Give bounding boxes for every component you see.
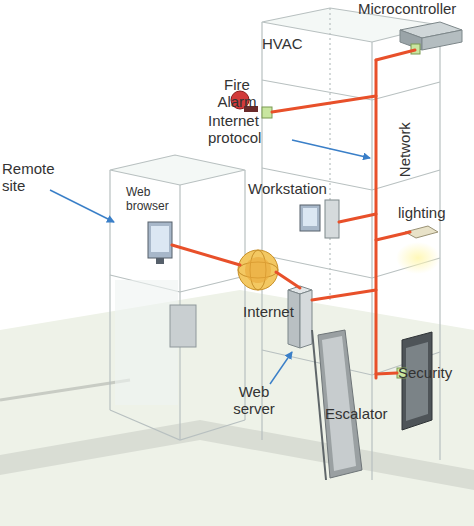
screen [151, 226, 169, 252]
network-backbone [375, 60, 378, 378]
monitor-stand [156, 258, 164, 264]
edge [244, 170, 245, 420]
label-text: Internet [243, 303, 313, 320]
wire [376, 50, 415, 60]
monitor [300, 205, 320, 231]
monitor [148, 222, 172, 258]
floor [262, 80, 440, 100]
label-text: Fire Alarm [212, 76, 262, 111]
label-text: Escalator [325, 405, 399, 422]
screen [303, 208, 317, 226]
escalator-rail [312, 330, 326, 480]
pointer-arrow [50, 190, 114, 222]
pointer-arrow [292, 140, 370, 158]
server [300, 290, 312, 348]
pointer-arrow [270, 352, 292, 384]
edge [439, 25, 440, 460]
label-text: Remote site [2, 160, 64, 195]
floor [110, 410, 245, 440]
label-text: Security [398, 364, 474, 381]
controller-box [262, 107, 272, 118]
escalator-steps [322, 336, 356, 471]
label-text: Internet protocol [208, 112, 303, 147]
edge [329, 8, 330, 300]
remote-building [110, 155, 245, 440]
sidewalk [0, 420, 474, 490]
network-wiring [172, 50, 415, 378]
label-text: Web server [226, 383, 282, 418]
wire [172, 245, 240, 265]
door [170, 305, 196, 347]
label-text: lighting [398, 204, 472, 221]
wire [312, 290, 376, 300]
label-text: Network [396, 115, 413, 185]
tower [262, 8, 440, 480]
label-text: Workstation [248, 180, 348, 197]
label-text: Web browser [126, 186, 181, 214]
edge [109, 170, 110, 410]
wall [115, 280, 178, 405]
wire [272, 96, 376, 112]
wire [376, 232, 410, 240]
ground [0, 290, 474, 526]
label-text: Microcontroller [358, 0, 474, 17]
globe-core [245, 257, 271, 283]
security-panel [406, 342, 428, 421]
pointer-arrows [50, 140, 370, 384]
hvac-unit [422, 30, 462, 50]
roof [110, 155, 245, 185]
wire [376, 373, 397, 374]
edge [261, 22, 262, 440]
light-glow [396, 242, 440, 274]
label-text: HVAC [262, 35, 322, 52]
wire [339, 214, 376, 222]
wire [276, 272, 300, 288]
globe [238, 250, 278, 290]
pc-tower [325, 200, 339, 238]
